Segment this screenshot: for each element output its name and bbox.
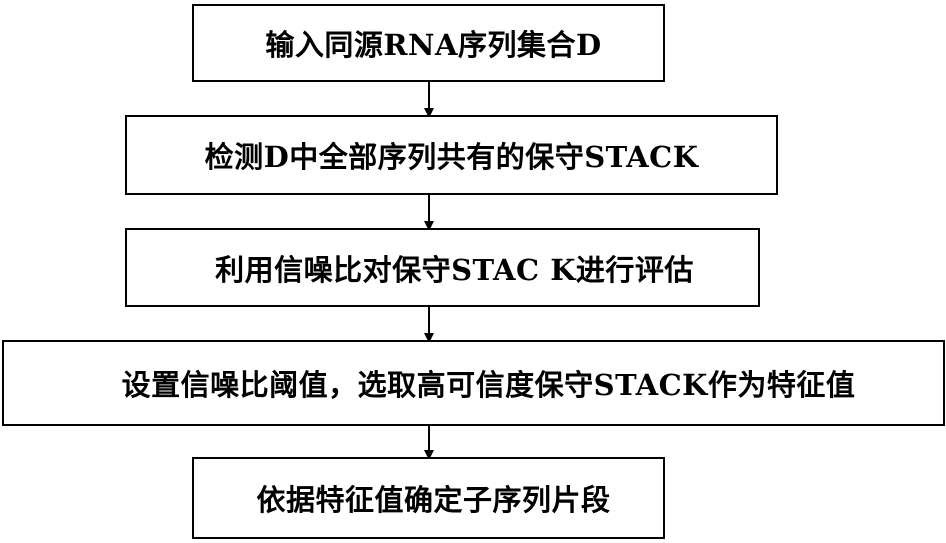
step-evaluate-snr: 利用信噪比对保守STAC K进行评估 [125, 228, 760, 307]
step-input-dataset: 输入同源RNA序列集合D [192, 4, 665, 82]
step-determine-subsequence-label: 依据特征值确定子序列片段 [256, 483, 611, 517]
step-evaluate-snr-label: 利用信噪比对保守STAC K进行评估 [215, 252, 694, 287]
step-input-dataset-label: 输入同源RNA序列集合D [265, 28, 602, 62]
step-select-features-label: 设置信噪比阈值，选取高可信度保守STACK作为特征值 [121, 368, 856, 402]
step-select-features: 设置信噪比阈值，选取高可信度保守STACK作为特征值 [2, 340, 945, 426]
step-detect-stack-label: 检测D中全部序列共有的保守STACK [204, 140, 699, 174]
step-detect-stack: 检测D中全部序列共有的保守STACK [125, 115, 778, 195]
step-determine-subsequence: 依据特征值确定子序列片段 [192, 457, 665, 539]
